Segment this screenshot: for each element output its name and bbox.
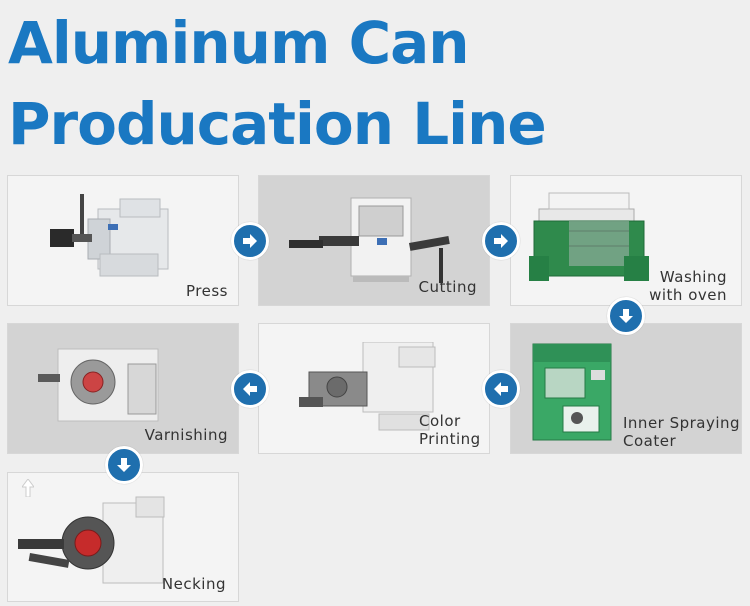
step-card-washing: Washing with oven [510,175,742,306]
step-label-washing-line1: Washing [659,268,727,286]
step-card-press: Press [7,175,239,306]
cutting-machine-image [289,197,450,283]
arrow-left-icon [494,382,508,396]
step-label-inner-spraying-line2: Coater [623,432,677,450]
arrow-right-icon [494,234,508,248]
step-label-washing-line2: with oven [649,286,727,304]
necking-machine-image [18,496,165,584]
step-label-cutting: Cutting [418,278,477,296]
step-card-color-printing: Color Printing [258,323,490,454]
step-label-press: Press [186,282,228,300]
step-card-necking: Necking [7,472,239,602]
arrow-left-icon [243,382,257,396]
step-label-color-printing-line1: Color [419,412,461,430]
flow-arrow-washing-to-spraying [607,297,645,335]
inner-spraying-machine-image [532,343,612,441]
step-label-varnishing: Varnishing [144,426,228,444]
arrow-right-icon [243,234,257,248]
flow-arrow-printing-to-varnishing [231,370,269,408]
washing-machine-image [529,192,649,281]
step-card-cutting: Cutting [258,175,490,306]
flow-arrow-spraying-to-printing [482,370,520,408]
step-card-inner-spraying: Inner Spraying Coater [510,323,742,454]
title-line-2: Producation Line [8,90,547,158]
step-label-inner-spraying-line1: Inner Spraying [623,414,741,432]
color-printing-machine-image [299,342,436,431]
press-machine-image [50,194,169,277]
step-card-varnishing: Varnishing [7,323,239,454]
small-up-arrow-icon [22,479,34,497]
step-label-color-printing-line2: Printing [419,430,481,448]
step-label-necking: Necking [161,575,226,593]
flow-arrow-cutting-to-washing [482,222,520,260]
title-line-1: Aluminum Can [8,9,470,77]
flow-arrow-varnishing-to-necking [105,446,143,484]
arrow-down-icon [619,309,633,323]
varnishing-machine-image [38,348,159,422]
arrow-down-icon [117,458,131,472]
flow-arrow-press-to-cutting [231,222,269,260]
